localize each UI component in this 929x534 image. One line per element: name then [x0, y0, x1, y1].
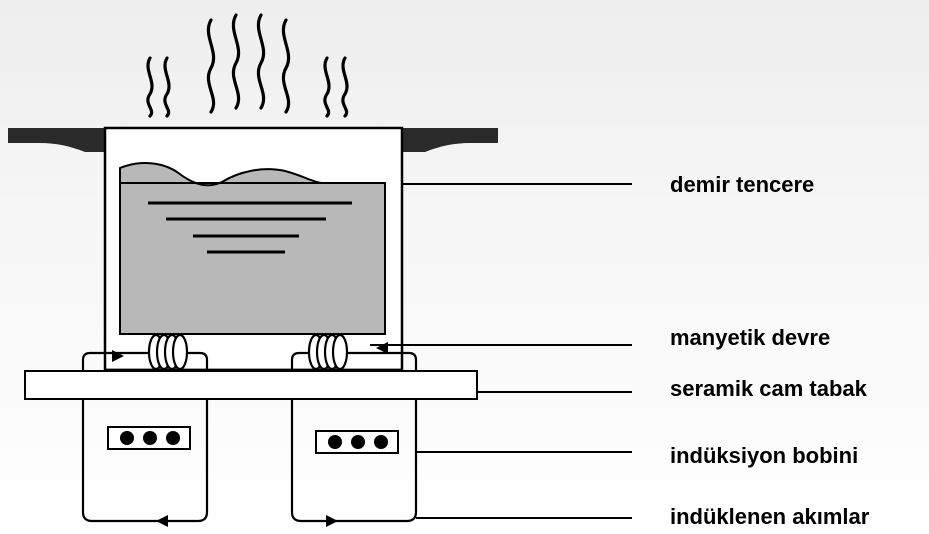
label-ceramic-glass: seramik cam tabak [670, 376, 867, 401]
label-iron-pot: demir tencere [670, 172, 815, 197]
indicator-lights-left [120, 431, 180, 445]
label-magnetic-circuit: manyetik devre [670, 325, 831, 350]
magnetic-coil-left [147, 333, 189, 371]
indicator-lights-right [328, 435, 388, 449]
steam-line [323, 56, 331, 118]
magnetic-coil-right [307, 333, 349, 371]
steam-line [281, 18, 291, 114]
induction-coil-housing-left [81, 351, 209, 371]
induction-coil-housing-right [290, 351, 418, 371]
steam-line [163, 56, 171, 118]
label-induced-currents: indüklenen akımlar [670, 504, 870, 529]
countertop-left [8, 128, 105, 152]
steam [146, 13, 349, 118]
arrow-left-icon [156, 515, 168, 527]
induction-coil-housing-right-lower [290, 399, 418, 523]
ceramic-glass-plate [24, 370, 478, 400]
countertop-right [402, 128, 498, 152]
steam-line [341, 56, 349, 118]
arrow-right-icon [112, 350, 124, 362]
steam-line [146, 56, 154, 118]
heat-lines [148, 201, 352, 254]
steam-line [256, 13, 266, 110]
water [119, 162, 386, 335]
steam-line [231, 13, 241, 110]
leader-lines [370, 183, 632, 519]
induction-coil-housing-left-lower [81, 399, 209, 523]
steam-line [206, 18, 216, 114]
arrow-right-icon [326, 515, 338, 527]
label-induction-coil: indüksiyon bobini [670, 443, 859, 468]
